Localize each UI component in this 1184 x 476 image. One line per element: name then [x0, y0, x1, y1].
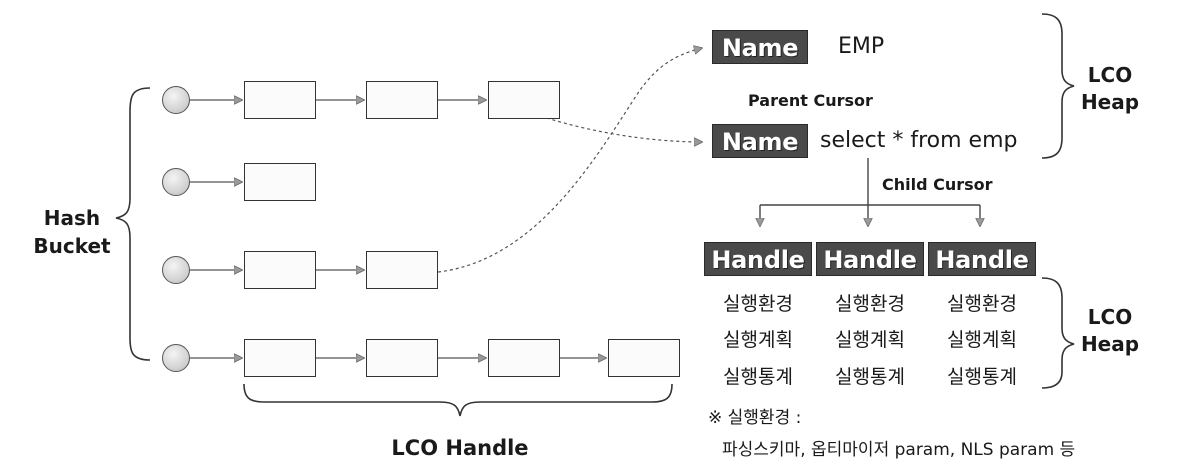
- lco-heap-brace-top: [1041, 13, 1075, 159]
- lco-handle-box: [244, 81, 316, 119]
- lco-heap-label-line2: Heap: [1080, 332, 1140, 356]
- hash-bucket-brace: [115, 87, 151, 361]
- lco-handle-box: [608, 339, 680, 377]
- lco-handle-box: [366, 251, 438, 289]
- footnote-line2: 파싱스키마, 옵티마이저 param, NLS param 등: [722, 440, 1076, 460]
- lco-handle-box: [244, 163, 316, 201]
- lco-handle-label: LCO Handle: [391, 436, 529, 460]
- name-value-sql: select * from emp: [820, 128, 1018, 153]
- lco-heap-label-line1: LCO: [1087, 63, 1133, 87]
- chain-arrows: [190, 100, 606, 358]
- lco-handle-box: [366, 81, 438, 119]
- exec-env: 실행환경: [947, 293, 1017, 315]
- lco-handle-box: [488, 81, 560, 119]
- hash-bucket-label: Hash Bucket: [30, 204, 114, 260]
- child-cursor-label: Child Cursor: [882, 175, 993, 194]
- exec-plan: 실행계획: [947, 329, 1017, 351]
- parent-cursor-label: Parent Cursor: [748, 91, 873, 110]
- exec-env: 실행환경: [723, 293, 793, 315]
- exec-stats: 실행통계: [835, 366, 905, 388]
- lco-handle-box: [488, 339, 560, 377]
- lco-handle-box: [366, 339, 438, 377]
- link-to-emp: [437, 48, 702, 273]
- lco-heap-label-line2: Heap: [1080, 90, 1140, 114]
- exec-stats: 실행통계: [723, 366, 793, 388]
- hash-bucket-label-line2: Bucket: [33, 234, 111, 258]
- child-handle-tag: Handle: [704, 242, 812, 276]
- name-value-emp: EMP: [838, 34, 885, 59]
- lco-heap-label-top: LCO Heap: [1080, 62, 1140, 116]
- lco-heap-brace-bottom: [1041, 277, 1075, 389]
- child-handle-tag: Handle: [928, 242, 1036, 276]
- exec-env: 실행환경: [835, 293, 905, 315]
- name-tag: Name: [712, 30, 808, 64]
- hash-bucket-circle: [162, 86, 190, 114]
- lco-heap-label-bottom: LCO Heap: [1080, 304, 1140, 358]
- footnote-line1: ※ 실행환경 :: [708, 408, 802, 428]
- hash-bucket-circle: [162, 168, 190, 196]
- exec-plan: 실행계획: [723, 329, 793, 351]
- name-tag: Name: [712, 124, 808, 158]
- hash-bucket-circle: [162, 256, 190, 284]
- exec-plan: 실행계획: [835, 329, 905, 351]
- exec-stats: 실행통계: [947, 366, 1017, 388]
- lco-handle-brace: [243, 383, 673, 417]
- hash-bucket-label-line1: Hash: [43, 206, 101, 230]
- lco-handle-box: [244, 339, 316, 377]
- lco-heap-label-line1: LCO: [1087, 305, 1133, 329]
- lco-handle-box: [244, 251, 316, 289]
- hash-bucket-circle: [162, 344, 190, 372]
- child-handle-tag: Handle: [816, 242, 924, 276]
